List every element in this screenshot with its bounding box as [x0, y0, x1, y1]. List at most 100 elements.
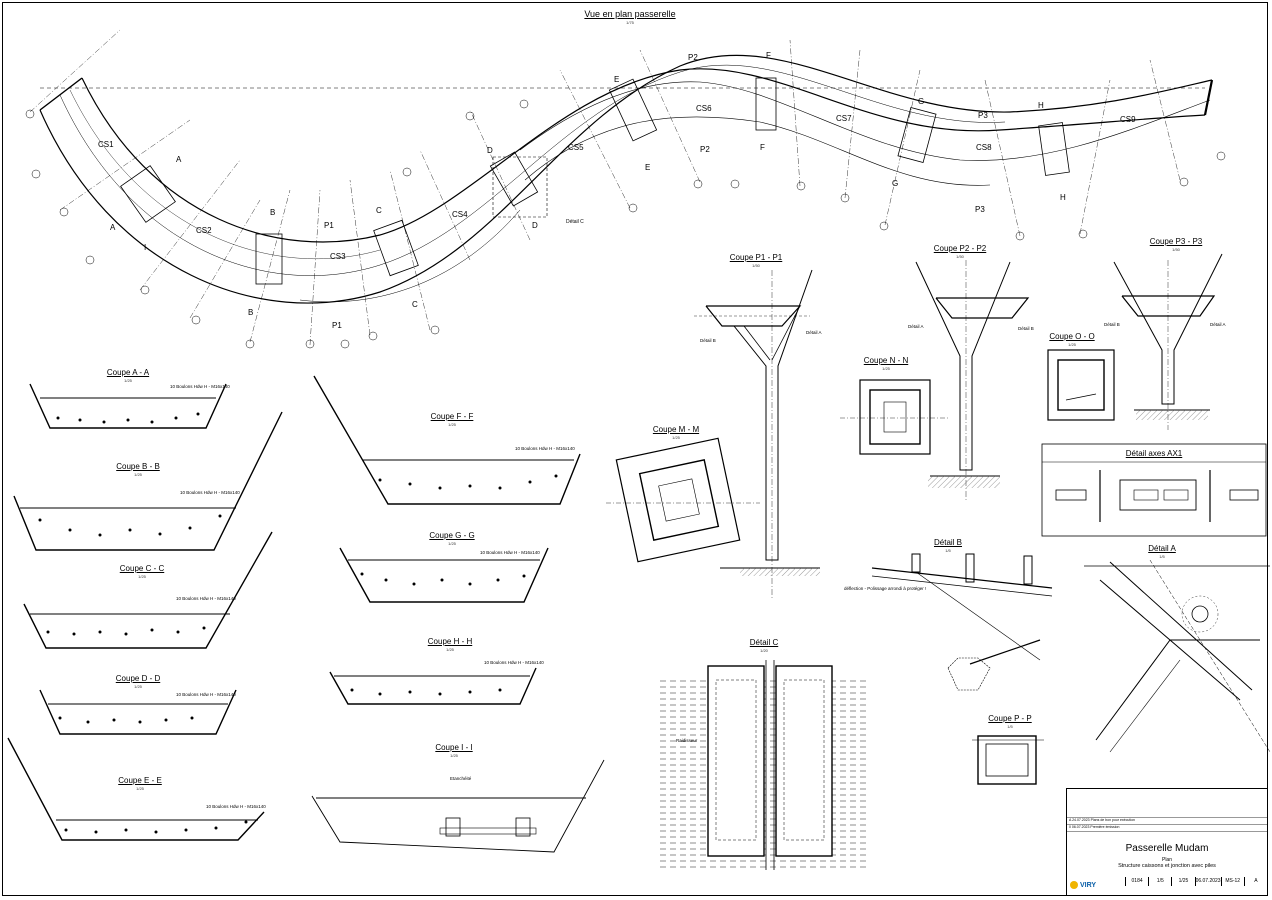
label-coupe-nn: Coupe N - N	[863, 356, 909, 365]
sections-middle-bolts	[350, 474, 558, 696]
note-bolts-aa: 10 Boulons Hdw H - M16x140	[170, 384, 230, 389]
company-name: VIRY	[1080, 881, 1097, 889]
label-coupe-aa: Coupe A - A	[106, 368, 150, 377]
plan-description: Structure caissons et jonction avec pile…	[1118, 863, 1216, 869]
plan-type: Plan	[1161, 857, 1172, 863]
mark-a-top: A	[176, 155, 182, 164]
mark-d-bottom: D	[532, 221, 538, 230]
mark-p2-bottom: P2	[700, 145, 710, 154]
scale-coupe-mm: 1/25	[672, 435, 680, 440]
label-detail-a: Détail A	[1148, 544, 1176, 553]
note-bolts-bb: 10 Boulons Hdw H - M16x140	[180, 490, 240, 495]
note-deflection: déflection - Polissage arrondi à protége…	[844, 586, 926, 591]
plan-view	[25, 29, 1226, 349]
mark-g-top: G	[918, 97, 924, 106]
note-bolts-hh: 10 Boulons Hdw H - M16x140	[484, 660, 544, 665]
segment-cs6: CS6	[696, 104, 712, 113]
scale-coupe-pp: 1/5	[1007, 724, 1013, 729]
detail-b	[871, 553, 1053, 691]
scale-coupe-gg: 1/25	[448, 541, 456, 546]
plan-labels: CS1 CS2 CS3 CS4 CS5 CS6 CS7 CS8 CS9 A A …	[98, 51, 1136, 330]
mark-a-bottom: A	[110, 223, 116, 232]
cell-date: 06.07.2023	[1194, 877, 1221, 886]
mark-d-top: D	[487, 146, 493, 155]
plan-title-scale: 1/75	[626, 20, 634, 25]
note-detail-a-p2: Détail A	[908, 324, 924, 329]
scale-coupe-p1: 1/50	[752, 263, 760, 268]
mark-c-bottom: C	[412, 300, 418, 309]
label-coupe-p1: Coupe P1 - P1	[729, 253, 783, 262]
pier-p2	[915, 260, 1030, 500]
scale-detail-a: 1/5	[1159, 554, 1165, 559]
detail-c	[660, 660, 870, 870]
sections-left	[7, 383, 283, 841]
label-coupe-ii: Coupe I - I	[435, 743, 473, 752]
mark-f-bottom: F	[760, 143, 765, 152]
project-name: Passerelle Mudam	[1125, 843, 1209, 854]
mark-p1-bottom: P1	[332, 321, 342, 330]
scale-coupe-hh: 1/25	[446, 647, 454, 652]
segment-cs2: CS2	[196, 226, 212, 235]
sections-left-bolts	[38, 412, 248, 834]
mark-i: I	[144, 243, 146, 252]
mark-b-top: B	[270, 208, 275, 217]
section-mm	[606, 437, 760, 563]
label-coupe-p3: Coupe P3 - P3	[1149, 237, 1203, 246]
revision-row: A 24.07.2023 Plans de bon pour exécution	[1067, 818, 1267, 825]
pier-p1	[694, 269, 820, 600]
segment-cs4: CS4	[452, 210, 468, 219]
scale-coupe-ii: 1/25	[450, 753, 458, 758]
pier-p3	[1113, 253, 1223, 430]
label-coupe-gg: Coupe G - G	[429, 531, 475, 540]
logo-icon	[1070, 881, 1078, 889]
section-oo	[1047, 349, 1115, 421]
sections-middle	[311, 375, 605, 853]
segment-cs8: CS8	[976, 143, 992, 152]
label-coupe-p2: Coupe P2 - P2	[933, 244, 987, 253]
label-detail-ax1: Détail axes AX1	[1125, 449, 1183, 458]
revision-table: A 24.07.2023 Plans de bon pour exécution…	[1067, 789, 1267, 832]
section-pp	[972, 735, 1044, 785]
mark-p1-top: P1	[324, 221, 334, 230]
mark-h-bottom: H	[1060, 193, 1066, 202]
note-detail-b-p3: Détail B	[1104, 322, 1120, 327]
note-detail-a-p3: Détail A	[1210, 322, 1226, 327]
company-logo: VIRY	[1070, 881, 1096, 889]
cell-project: 0184	[1125, 877, 1148, 886]
cell-scale-1: 1/5	[1148, 877, 1171, 886]
mark-p3-bottom: P3	[975, 205, 985, 214]
scale-coupe-aa: 1/25	[124, 378, 132, 383]
mark-e-bottom: E	[645, 163, 650, 172]
scale-coupe-dd: 1/25	[134, 684, 142, 689]
mark-g-bottom: G	[892, 179, 898, 188]
note-bolts-dd: 10 Boulons Hdw H - M16x140	[176, 692, 236, 697]
label-coupe-ee: Coupe E - E	[118, 776, 162, 785]
mark-e-top: E	[614, 75, 619, 84]
label-coupe-pp: Coupe P - P	[988, 714, 1032, 723]
annotation-texts: 10 Boulons Hdw H - M16x140 10 Boulons Hd…	[170, 322, 1226, 809]
title-block: A 24.07.2023 Plans de bon pour exécution…	[1066, 788, 1268, 896]
label-coupe-mm: Coupe M - M	[652, 425, 700, 434]
cell-index: A	[1243, 877, 1267, 886]
note-bolts-gg: 10 Boulons Hdw H - M16x140	[480, 550, 540, 555]
plan-title: Vue en plan passerelle	[584, 9, 676, 19]
label-coupe-ff: Coupe F - F	[430, 412, 474, 421]
segment-cs9: CS9	[1120, 115, 1136, 124]
revision-row: 0 06.07.2023 Première émission	[1067, 825, 1267, 832]
section-nn	[840, 379, 950, 455]
label-coupe-hh: Coupe H - H	[427, 637, 473, 646]
label-detail-b: Détail B	[933, 538, 963, 547]
note-detail-b-p1: Détail B	[700, 338, 716, 343]
cell-scale-2: 1/25	[1171, 877, 1194, 886]
segment-cs1: CS1	[98, 140, 114, 149]
segment-cs5: CS5	[568, 143, 584, 152]
mark-b-bottom: B	[248, 308, 253, 317]
note-detail-a-p1: Détail A	[806, 330, 822, 335]
scale-coupe-ff: 1/25	[448, 422, 456, 427]
label-coupe-cc: Coupe C - C	[119, 564, 165, 573]
cell-number: MS-12	[1220, 877, 1244, 886]
scale-coupe-bb: 1/25	[134, 472, 142, 477]
mark-h-top: H	[1038, 101, 1044, 110]
